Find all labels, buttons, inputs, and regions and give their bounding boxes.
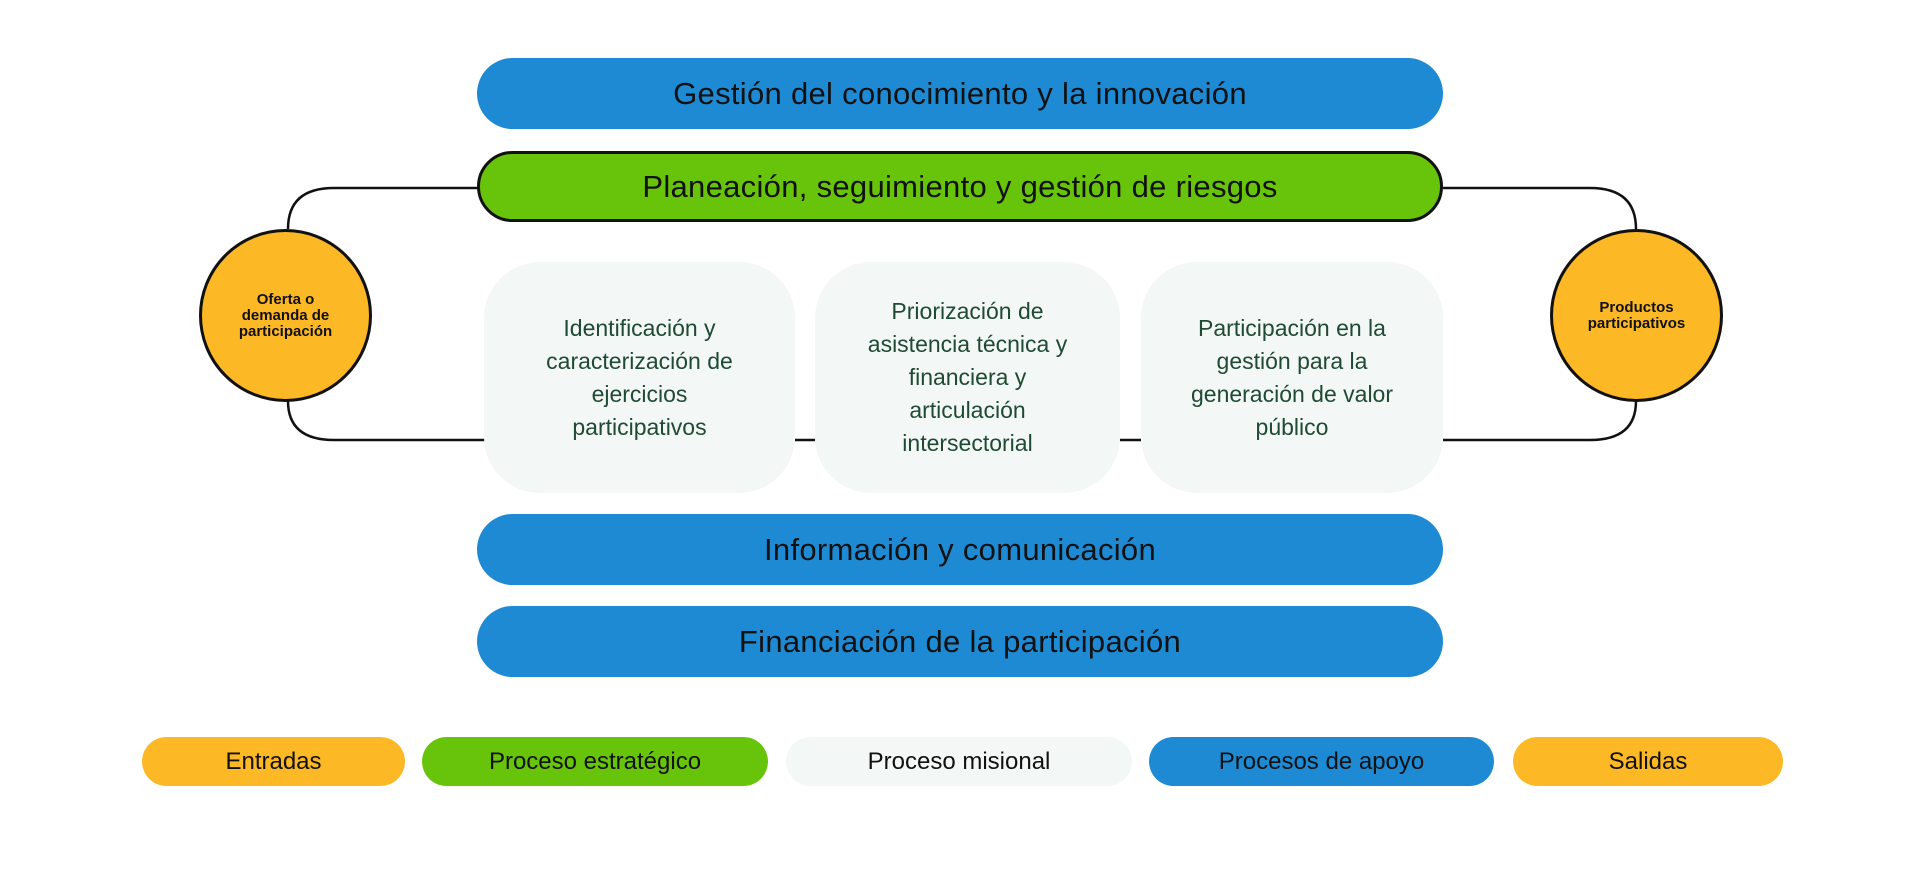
support-process-label: Información y comunicación	[763, 531, 1157, 567]
support-process-information: Información y comunicación	[477, 514, 1443, 585]
mission-process-line: Participación en la	[1198, 314, 1386, 341]
legend-label: Proceso estratégico	[488, 747, 702, 775]
support-process-label: Gestión del conocimiento y la innovación	[673, 75, 1247, 111]
output-label-line: Productos	[1599, 298, 1674, 316]
connector-right-bottom	[1443, 400, 1638, 442]
mission-process-line: caracterización de	[546, 347, 733, 374]
legend-item-support: Procesos de apoyo	[1149, 737, 1494, 786]
strategic-process-planning: Planeación, seguimiento y gestión de rie…	[477, 151, 1443, 222]
output-label-line: participativos	[1587, 314, 1686, 332]
mission-process-line: generación de valor	[1190, 380, 1394, 407]
mission-process-line: asistencia técnica y	[867, 331, 1068, 357]
mission-process-2: Priorización de asistencia técnica y fin…	[815, 262, 1120, 493]
legend-label: Proceso misional	[867, 747, 1051, 775]
mission-process-line: financiera y	[908, 364, 1027, 390]
input-label-line: Oferta o	[256, 290, 315, 308]
mission-process-1: Identificación y caracterización de ejer…	[484, 262, 795, 493]
mission-process-line: Priorización de	[891, 298, 1044, 324]
mission-process-line: gestión para la	[1216, 347, 1368, 374]
mission-process-line: articulación	[909, 397, 1026, 423]
mission-process-line: intersectorial	[902, 430, 1033, 456]
mission-process-line: ejercicios	[591, 380, 688, 407]
mission-process-line: público	[1255, 413, 1329, 440]
legend-label: Entradas	[225, 747, 322, 775]
support-process-knowledge: Gestión del conocimiento y la innovación	[477, 58, 1443, 129]
mission-process-3: Participación en la gestión para la gene…	[1141, 262, 1443, 493]
legend-item-mission: Proceso misional	[786, 737, 1132, 786]
support-process-label: Financiación de la participación	[738, 623, 1182, 659]
connector-right-top	[1443, 186, 1638, 230]
support-process-financing: Financiación de la participación	[477, 606, 1443, 677]
legend-item-outputs: Salidas	[1513, 737, 1783, 786]
legend-label: Procesos de apoyo	[1218, 747, 1425, 775]
strategic-process-label: Planeación, seguimiento y gestión de rie…	[642, 168, 1278, 204]
input-label-line: demanda de	[241, 306, 330, 324]
input-label-line: participación	[238, 322, 333, 340]
mission-process-line: Identificación y	[563, 314, 716, 341]
connector-left-bottom	[286, 400, 485, 442]
legend-label: Salidas	[1608, 747, 1688, 775]
input-circle: Oferta o demanda de participación	[199, 229, 372, 402]
connector-left-top	[286, 186, 480, 230]
mission-process-line: participativos	[572, 413, 707, 440]
legend-item-strategic: Proceso estratégico	[422, 737, 768, 786]
legend-item-inputs: Entradas	[142, 737, 405, 786]
output-circle: Productos participativos	[1550, 229, 1723, 402]
